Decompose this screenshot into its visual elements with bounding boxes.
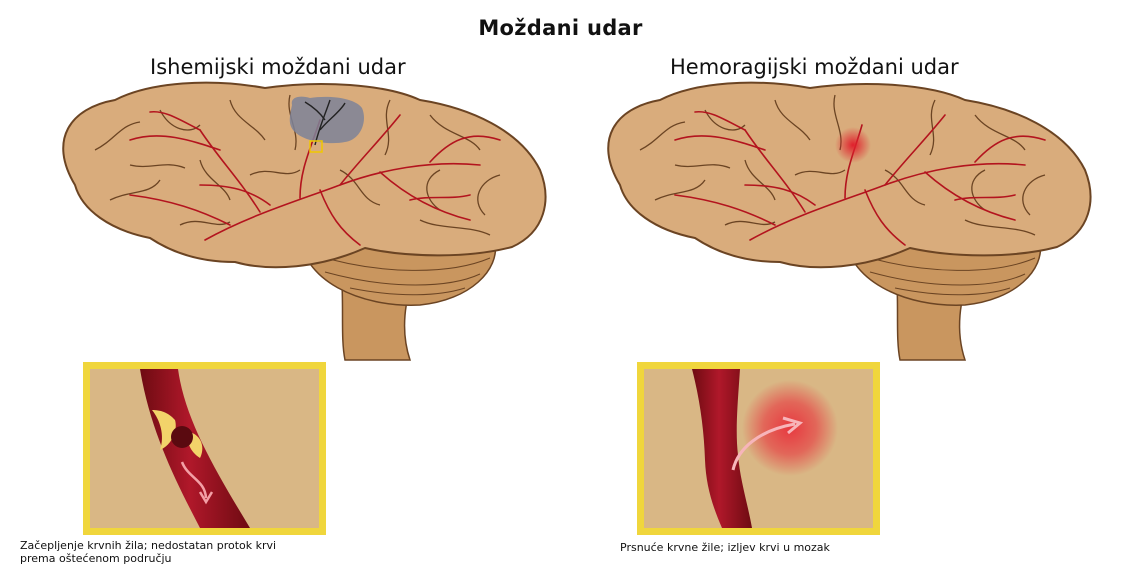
ischemic-area xyxy=(290,97,364,143)
ischemic-inset xyxy=(83,362,326,535)
hemorrhagic-inset xyxy=(637,362,880,535)
hemorrhagic-caption: Prsnuće krvne žile; izljev krvi u mozak xyxy=(620,541,1020,554)
ischemic-brain xyxy=(63,83,545,360)
bleed-cloud xyxy=(742,380,838,476)
bleed-spot xyxy=(835,127,871,163)
ischemic-caption-line1: Začepljenje krvnih žila; nedostatan prot… xyxy=(20,539,420,552)
cerebrum xyxy=(608,83,1090,268)
clot xyxy=(171,426,193,448)
hemorrhagic-brain xyxy=(608,83,1090,360)
ischemic-caption-line2: prema oštećenom području xyxy=(20,552,420,565)
ischemic-caption: Začepljenje krvnih žila; nedostatan prot… xyxy=(20,539,420,565)
hemorrhagic-caption-line1: Prsnuće krvne žile; izljev krvi u mozak xyxy=(620,541,1020,554)
